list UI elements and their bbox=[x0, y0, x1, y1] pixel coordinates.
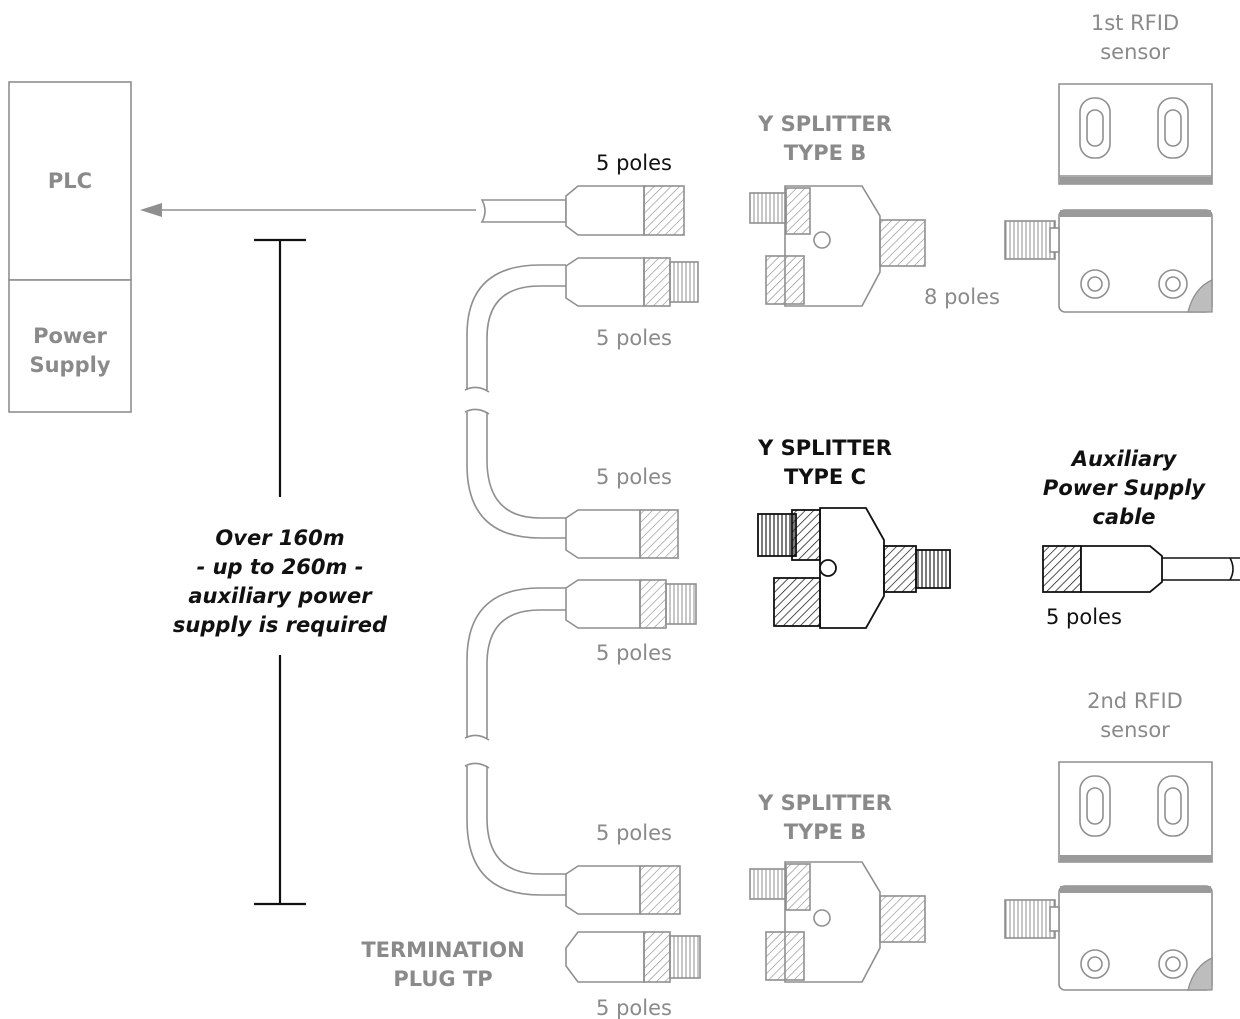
svg-text:auxiliary power: auxiliary power bbox=[188, 584, 373, 608]
poles-label-6: 5 poles bbox=[596, 996, 672, 1019]
splitter-bot-label-2: TYPE B bbox=[784, 820, 867, 844]
connector-loop1-male bbox=[565, 257, 699, 307]
poles-label-3: 5 poles bbox=[596, 465, 672, 489]
rfid-sensor-1 bbox=[1004, 83, 1213, 313]
termination-label-2: PLUG TP bbox=[393, 967, 492, 991]
aux-label-3: cable bbox=[1092, 505, 1155, 529]
aux-power-cable bbox=[1042, 545, 1240, 593]
svg-text:- up to 260m -: - up to 260m - bbox=[197, 555, 364, 579]
splitter-mid-label-1: Y SPLITTER bbox=[757, 436, 892, 460]
connector-loop3-male bbox=[565, 579, 697, 629]
sensor2-label-2: sensor bbox=[1100, 718, 1170, 742]
power-supply-label-2: Supply bbox=[29, 353, 110, 377]
power-supply-box: Power Supply bbox=[8, 279, 132, 413]
y-splitter-top bbox=[749, 185, 926, 307]
distance-note: Over 160m - up to 260m - auxiliary power… bbox=[173, 526, 388, 637]
svg-text:Over 160m: Over 160m bbox=[215, 526, 344, 550]
power-supply-label-1: Power bbox=[33, 324, 107, 348]
splitter-top-label-2: TYPE B bbox=[784, 141, 867, 165]
poles-label-1: 5 poles bbox=[596, 151, 672, 175]
poles-label-8: 8 poles bbox=[924, 285, 1000, 309]
y-splitter-middle bbox=[757, 507, 951, 629]
splitter-top-label-1: Y SPLITTER bbox=[757, 112, 892, 136]
sensor1-label-2: sensor bbox=[1100, 40, 1170, 64]
connector-loop2-female bbox=[565, 509, 679, 559]
plc-box: PLC bbox=[8, 81, 132, 281]
rfid-sensor-2 bbox=[1004, 761, 1213, 991]
distance-bracket bbox=[254, 238, 306, 906]
connector-loop4-female bbox=[565, 865, 681, 915]
cable-loop-2 bbox=[464, 408, 566, 539]
svg-text:supply is required: supply is required bbox=[173, 613, 388, 637]
sensor1-label-1: 1st RFID bbox=[1091, 11, 1179, 35]
poles-label-2: 5 poles bbox=[596, 326, 672, 350]
splitter-bot-label-1: Y SPLITTER bbox=[757, 791, 892, 815]
cable-loop-4 bbox=[464, 762, 566, 896]
splitter-mid-label-2: TYPE C bbox=[784, 465, 866, 489]
aux-label-1: Auxiliary bbox=[1070, 447, 1178, 471]
connector-top-to-plc bbox=[480, 185, 685, 236]
cable-loop-1 bbox=[464, 264, 566, 393]
y-splitter-bottom bbox=[749, 861, 926, 983]
sensor2-label-1: 2nd RFID bbox=[1087, 689, 1183, 713]
aux-poles-label: 5 poles bbox=[1046, 605, 1122, 629]
signal-arrow bbox=[140, 203, 476, 217]
poles-label-4: 5 poles bbox=[596, 641, 672, 665]
poles-label-5: 5 poles bbox=[596, 821, 672, 845]
plc-label: PLC bbox=[48, 169, 92, 193]
termination-plug bbox=[565, 931, 701, 983]
aux-label-2: Power Supply bbox=[1043, 476, 1206, 500]
cable-loop-3 bbox=[464, 587, 566, 741]
termination-label-1: TERMINATION bbox=[361, 938, 524, 962]
